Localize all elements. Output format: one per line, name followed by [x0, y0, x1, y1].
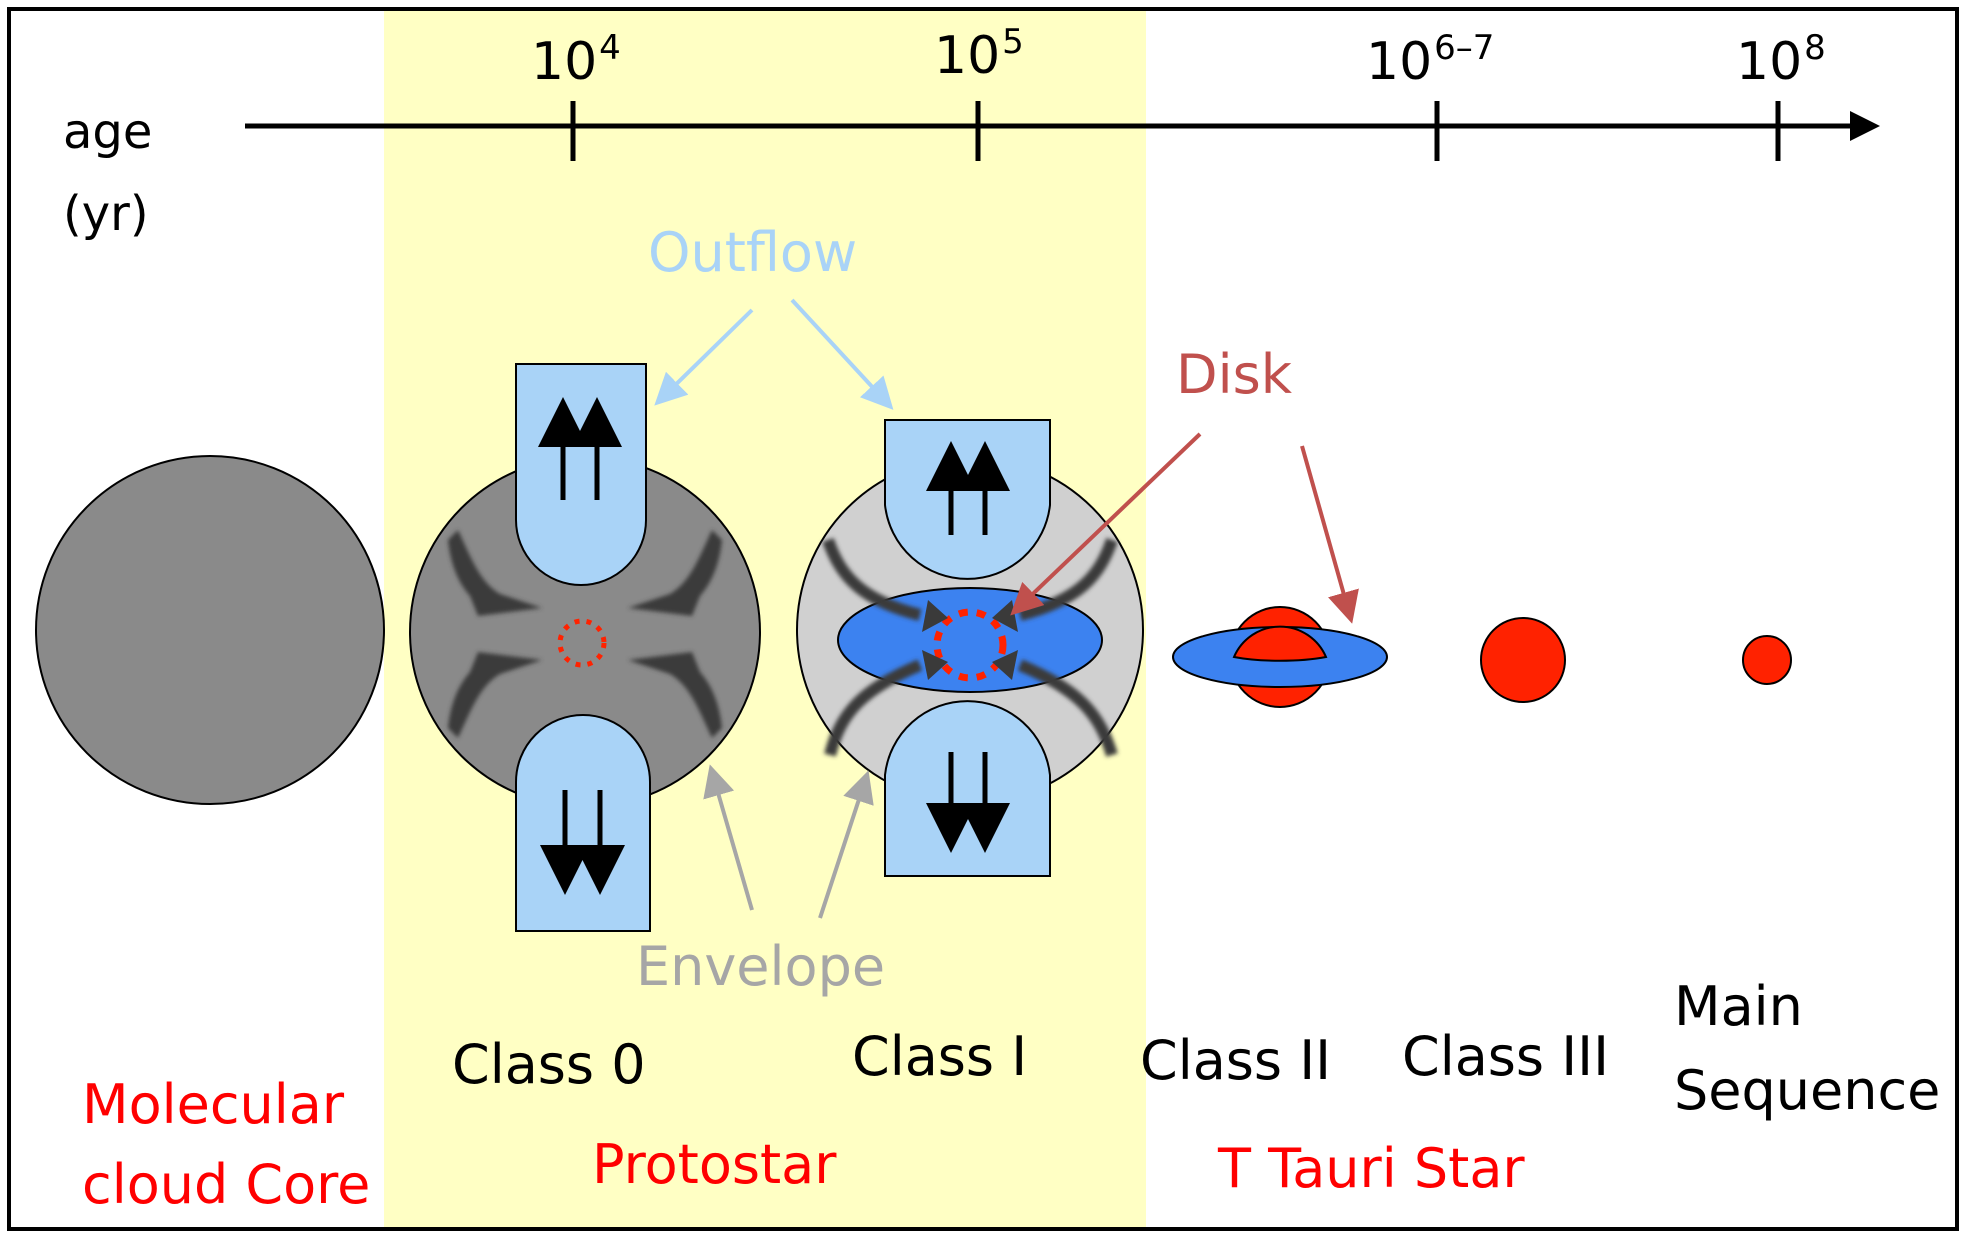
class0-label: Class 0	[452, 1033, 646, 1096]
tick-exp-1e5: 5	[1002, 22, 1024, 62]
ttauri-label: T Tauri Star	[1218, 1137, 1525, 1200]
core-label-line1: Molecular	[82, 1073, 345, 1136]
core-label-line2: cloud Core	[82, 1153, 371, 1216]
tick-exp-1e4: 4	[599, 28, 621, 68]
class3-star	[1480, 617, 1566, 703]
protostar-label: Protostar	[592, 1133, 837, 1196]
class1-infall-arrows	[822, 538, 1118, 757]
tick-label-1e5: 105	[934, 25, 1024, 82]
disk-label: Disk	[1176, 343, 1292, 406]
class3-label: Class III	[1402, 1025, 1610, 1088]
tick-exp-1e8: 8	[1804, 28, 1826, 68]
axis-label-age: age	[63, 104, 153, 160]
class0-jet-arrows	[538, 397, 625, 895]
main-sequence-label-line2: Sequence	[1674, 1059, 1941, 1122]
outflow-label: Outflow	[648, 221, 858, 284]
tick-label-1e8: 108	[1736, 31, 1826, 88]
tick-label-1e6-7: 106–7	[1366, 31, 1494, 88]
class0-infall-arrows	[448, 530, 722, 738]
class2-star-front	[1232, 625, 1328, 662]
tick-base-1e6-7: 10	[1366, 32, 1433, 92]
main-sequence-star	[1742, 635, 1792, 685]
outflow-pointer-arrows	[654, 298, 894, 410]
class1-protostar	[933, 608, 1007, 682]
tick-base-1e5: 10	[934, 26, 1001, 86]
envelope-label: Envelope	[636, 935, 886, 998]
tick-base-1e4: 10	[531, 32, 598, 92]
envelope-pointer-arrows	[703, 764, 874, 919]
class1-label: Class I	[852, 1025, 1028, 1088]
class2-label: Class II	[1140, 1029, 1332, 1092]
tick-exp-1e6-7: 6–7	[1434, 28, 1495, 68]
molecular-core-sphere	[35, 455, 385, 805]
class1-jet-arrows	[926, 441, 1010, 853]
class0-protostar	[557, 618, 607, 668]
disk-pointer-arrows	[1010, 432, 1359, 624]
tick-label-1e4: 104	[531, 31, 621, 88]
axis-label-yr: (yr)	[63, 186, 149, 242]
main-sequence-label-line1: Main	[1674, 975, 1803, 1038]
tick-base-1e8: 10	[1736, 32, 1803, 92]
